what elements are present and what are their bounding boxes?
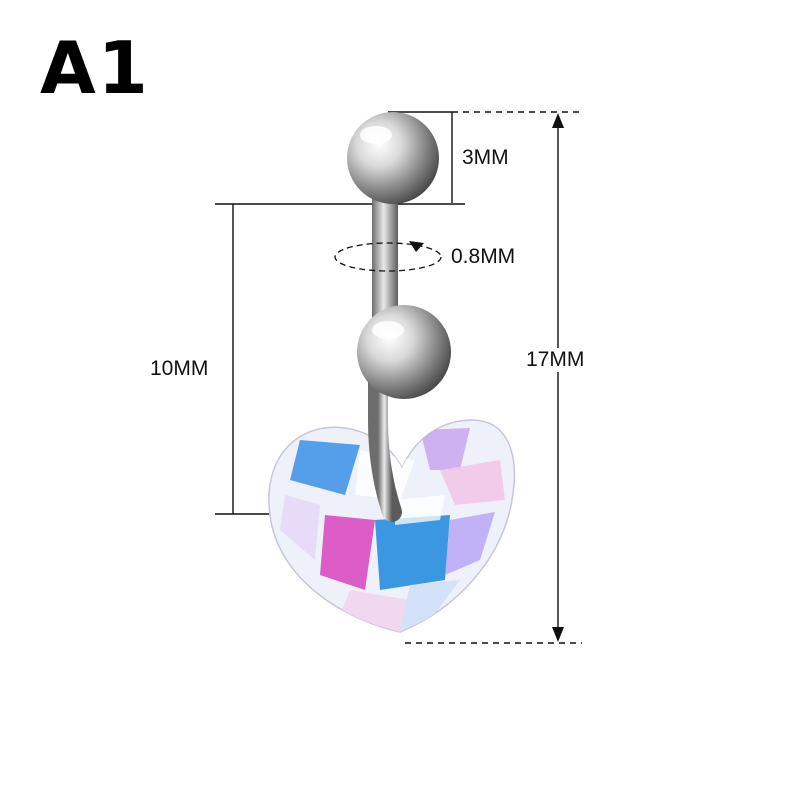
ball-diameter-label: 3MM [462, 146, 509, 170]
arrow-up-icon [552, 113, 564, 128]
dimension-lines [215, 111, 582, 644]
thickness-ellipse [334, 242, 442, 272]
rotation-arrow-icon [409, 241, 424, 252]
bar-shaft [372, 190, 398, 340]
top-ball-highlight [360, 126, 392, 144]
top-ball [347, 112, 439, 204]
bar-thickness-label: 0.8MM [451, 245, 516, 269]
lower-bar [368, 370, 402, 522]
product-code-label: A1 [40, 26, 150, 110]
total-length-label: 17MM [526, 348, 585, 372]
lower-ball [357, 305, 451, 399]
bar-length-label: 10MM [150, 357, 209, 381]
heart-crystal [268, 419, 516, 633]
arrow-down-icon [552, 627, 564, 642]
lower-ball-highlight [372, 321, 404, 339]
